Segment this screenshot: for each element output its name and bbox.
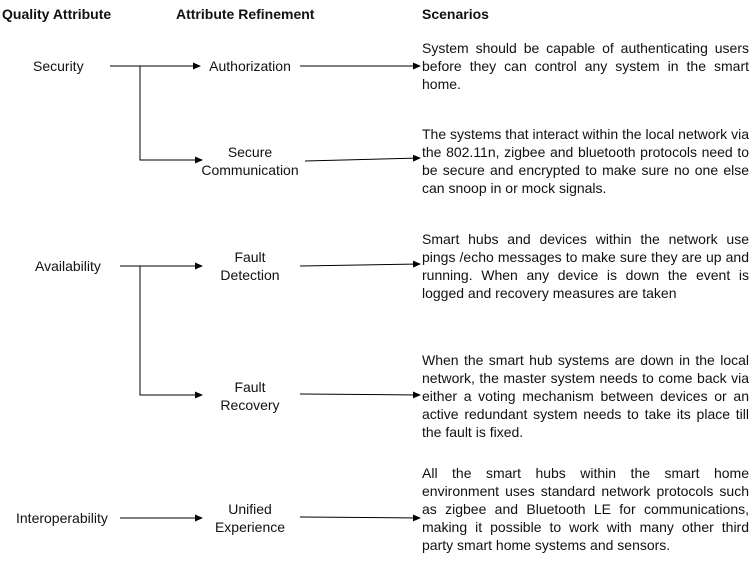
refinement-fault-recovery: Fault Recovery — [180, 378, 320, 414]
arrow-secure-communication-scenario — [304, 154, 421, 162]
scenario-secure-communication: The systems that interact within the loc… — [422, 126, 749, 196]
refinement-unified-experience-text: Unified Experience — [214, 501, 286, 535]
arrow-fault-detection-scenario — [299, 260, 421, 268]
quality-attribute-availability: Availability — [35, 258, 101, 274]
refinement-authorization: Authorization — [209, 58, 291, 74]
arrow-unified-experience-scenario — [299, 514, 421, 522]
header-attribute-refinement: Attribute Refinement — [176, 6, 315, 22]
refinement-fault-detection: Fault Detection — [180, 248, 320, 284]
refinement-secure-communication-text: Secure Communication — [201, 144, 299, 178]
refinement-fault-detection-text: Fault Detection — [220, 249, 280, 283]
scenario-fault-recovery: When the smart hub systems are down in t… — [422, 352, 749, 440]
arrow-security-secure-communication — [139, 66, 203, 164]
scenario-fault-detection: Smart hubs and devices within the networ… — [422, 231, 749, 301]
header-quality-attribute: Quality Attribute — [2, 6, 112, 22]
scenario-unified-experience: All the smart hubs within the smart home… — [422, 465, 749, 553]
scenario-authorization: System should be capable of authenticati… — [422, 40, 749, 92]
quality-attribute-interoperability: Interoperability — [16, 510, 108, 526]
arrow-fault-recovery-scenario — [299, 391, 421, 399]
quality-attribute-security: Security — [33, 58, 84, 74]
refinement-secure-communication: Secure Communication — [180, 143, 320, 179]
refinement-unified-experience: Unified Experience — [180, 500, 320, 536]
header-scenarios: Scenarios — [422, 6, 489, 22]
arrow-availability-fault-recovery — [139, 266, 203, 399]
refinement-fault-recovery-text: Fault Recovery — [220, 379, 280, 413]
